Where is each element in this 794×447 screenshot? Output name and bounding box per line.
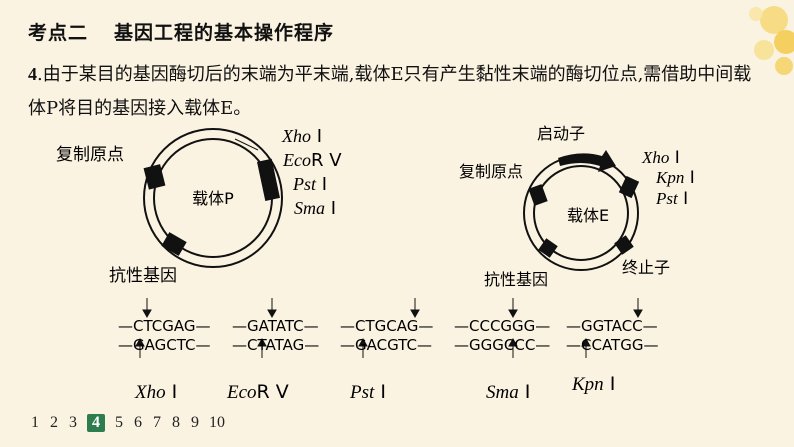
vector-p-diagram: 载体P 复制原点 抗性基因 Xho Ⅰ EcoR Ⅴ Pst Ⅰ Sma Ⅰ (56, 126, 342, 286)
seq-4-top: —GGTACC— (566, 317, 658, 335)
page-6[interactable]: 6 (134, 414, 142, 431)
seq-2-bottom: —GACGTC— (340, 336, 432, 354)
vector-p-site-1: EcoR Ⅴ (282, 150, 342, 171)
vector-e-mcs-block (618, 175, 640, 199)
page-5[interactable]: 5 (115, 414, 123, 431)
heading-part1: 考点二 (28, 22, 89, 44)
page-4-current[interactable]: 4 (87, 414, 105, 432)
enzyme-label-0: Xho Ⅰ (134, 381, 177, 403)
vector-p-ori-block (143, 164, 166, 190)
vector-e-ori-label: 复制原点 (459, 162, 523, 181)
vector-e-promoter-arrow (558, 150, 616, 172)
vector-e-label: 载体E (567, 206, 609, 225)
question-text: 4.由于某目的基因酶切后的末端为平末端,载体E只有产生黏性末端的酶切位点,需借助… (28, 57, 768, 126)
vector-p-site-3: Sma Ⅰ (294, 198, 336, 219)
page-9[interactable]: 9 (191, 414, 199, 431)
page-10[interactable]: 10 (209, 414, 225, 431)
vector-p-label: 载体P (192, 189, 234, 208)
enzyme-labels: Xho Ⅰ EcoR Ⅴ Pst Ⅰ Sma Ⅰ Kpn Ⅰ (134, 373, 615, 403)
vector-e-site-2: Pst Ⅰ (655, 189, 688, 209)
page-2[interactable]: 2 (50, 414, 58, 431)
vector-p-mcs-block (256, 158, 280, 202)
seq-0-top: —CTCGAG— (118, 317, 210, 335)
page-7[interactable]: 7 (153, 414, 161, 431)
seq-0-bottom: —GAGCTC— (118, 336, 210, 354)
vector-e-resistance-label: 抗性基因 (484, 270, 548, 289)
enzyme-label-2: Pst Ⅰ (349, 381, 386, 403)
vector-p-resistance-label: 抗性基因 (109, 266, 177, 286)
vector-e-site-1: Kpn Ⅰ (655, 168, 695, 188)
vector-e-terminator-block (614, 235, 634, 255)
pager: 1 2 3 4 5 6 7 8 9 10 (30, 414, 225, 432)
seq-4-bottom: —CCATGG— (566, 336, 658, 354)
page-3[interactable]: 3 (69, 414, 77, 431)
page-8[interactable]: 8 (172, 414, 180, 431)
seq-2-top: —CTGCAG— (340, 317, 433, 335)
vector-e-site-0: Xho Ⅰ (641, 148, 680, 168)
section-heading: 考点二 基因工程的基本操作程序 (28, 18, 334, 45)
vector-e-ori-block (528, 184, 548, 206)
vector-e-promoter-label: 启动子 (537, 124, 585, 143)
vector-e-terminator-label: 终止子 (622, 258, 670, 277)
seq-1-bottom: —CTATAG— (232, 336, 319, 354)
enzyme-label-1: EcoR Ⅴ (226, 381, 289, 403)
vector-e-diagram: 载体E 启动子 复制原点 抗性基因 终止子 Xho Ⅰ Kpn Ⅰ Pst Ⅰ (459, 124, 695, 289)
enzyme-label-4: Kpn Ⅰ (571, 373, 615, 395)
seq-3-top: —CCCGGG— (454, 317, 550, 335)
sequence-row: —CTCGAG— —GAGCTC— —GATATC— —CTATAG— —CTG… (118, 298, 658, 358)
vector-p-site-2: Pst Ⅰ (292, 174, 327, 195)
flower-decoration (749, 6, 794, 75)
seq-1-top: —GATATC— (232, 317, 319, 335)
vector-p-ori-label: 复制原点 (56, 145, 124, 165)
vector-p-resistance-block (161, 232, 187, 256)
enzyme-label-3: Sma Ⅰ (486, 381, 530, 403)
question-number: 4 (28, 64, 37, 84)
page-1[interactable]: 1 (31, 414, 39, 431)
seq-3-bottom: —GGGCCC— (454, 336, 550, 354)
heading-part2: 基因工程的基本操作程序 (114, 22, 335, 44)
question-body: .由于某目的基因酶切后的末端为平末端,载体E只有产生黏性末端的酶切位点,需借助中… (28, 64, 752, 119)
vector-p-site-0: Xho Ⅰ (281, 126, 322, 147)
vector-e-resistance-block (538, 238, 558, 258)
